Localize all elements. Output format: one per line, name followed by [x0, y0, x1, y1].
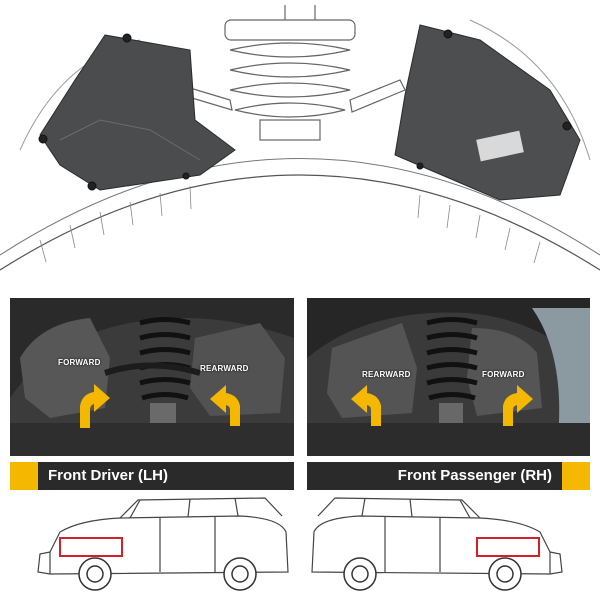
suv-passenger-side-diagram [307, 492, 590, 596]
caption-text: Front Passenger (RH) [307, 462, 562, 490]
forward-label: FORWARD [58, 358, 101, 367]
caption-text: Front Driver (LH) [38, 462, 294, 490]
wheel-well-liner-illustration [0, 0, 600, 292]
accent-block [10, 462, 38, 490]
rearward-label: REARWARD [200, 364, 249, 373]
suv-driver-side-diagram [10, 492, 294, 596]
wheel-well-highlight-box [59, 537, 123, 557]
front-passenger-photo: REARWARD FORWARD [307, 298, 590, 456]
accent-block [562, 462, 590, 490]
front-passenger-caption: Front Passenger (RH) [307, 462, 590, 490]
front-driver-photo: FORWARD REARWARD [10, 298, 294, 456]
front-driver-caption: Front Driver (LH) [10, 462, 294, 490]
rearward-label: REARWARD [362, 370, 411, 379]
forward-label: FORWARD [482, 370, 525, 379]
wheel-well-highlight-box [476, 537, 540, 557]
